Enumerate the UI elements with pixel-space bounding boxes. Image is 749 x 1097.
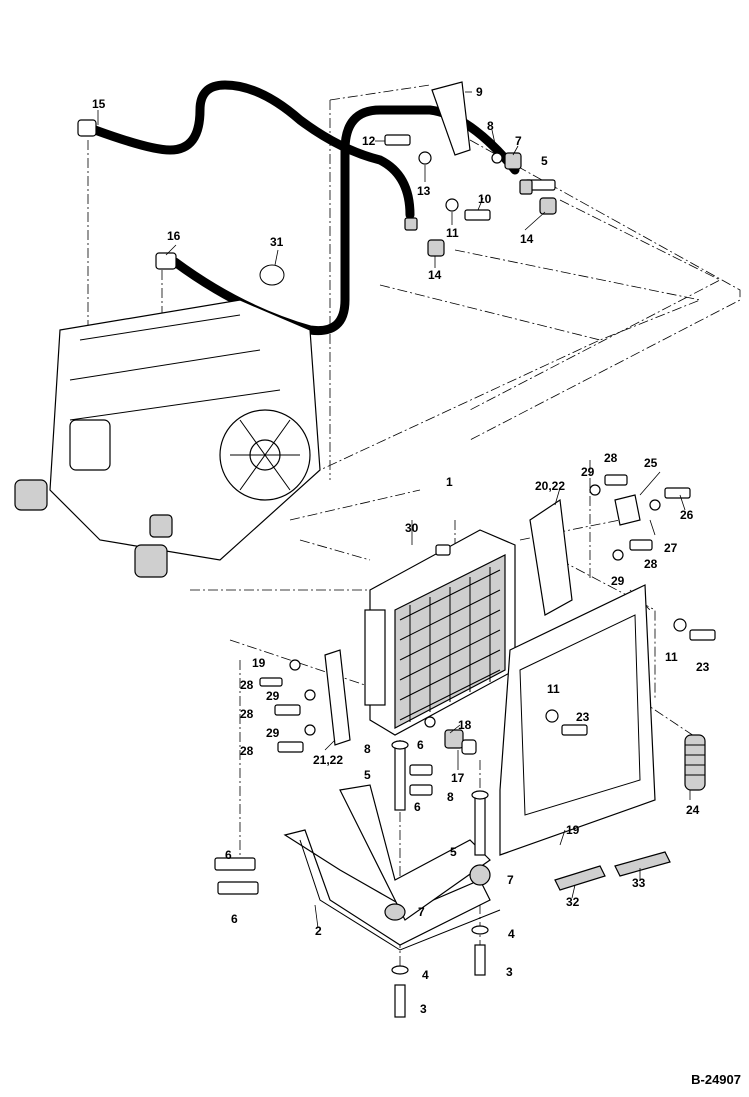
shroud-19 <box>499 584 716 856</box>
label-11: 11 <box>446 226 459 240</box>
label-17: 17 <box>451 771 465 785</box>
mount-hardware <box>214 740 491 1018</box>
label-16: 16 <box>167 229 181 243</box>
hose-15 <box>77 80 415 220</box>
label-20-22: 20,22 <box>535 479 565 493</box>
drawing-number: B-24907 <box>691 1072 741 1087</box>
label-29: 29 <box>611 574 625 588</box>
fittings-upper <box>384 134 557 257</box>
left-fasteners <box>259 659 316 753</box>
label-9: 9 <box>476 85 483 99</box>
label-19: 19 <box>566 823 580 837</box>
hose-clamp-31 <box>259 264 285 286</box>
label-3: 3 <box>420 1002 427 1016</box>
label-6: 6 <box>225 848 232 862</box>
label-27: 27 <box>664 541 678 555</box>
leader-lines <box>97 91 691 929</box>
label-5: 5 <box>541 154 548 168</box>
label-6: 6 <box>414 800 421 814</box>
connection-lines <box>87 84 741 970</box>
drain-plug <box>424 716 477 755</box>
right-fasteners <box>589 474 691 561</box>
label-23: 23 <box>576 710 590 724</box>
label-14: 14 <box>520 232 534 246</box>
label-23: 23 <box>696 660 710 674</box>
part-labels: 15 9 8 7 5 12 13 10 11 14 14 16 31 1 30 … <box>92 85 710 1016</box>
label-15: 15 <box>92 97 106 111</box>
label-7: 7 <box>515 134 522 148</box>
label-7: 7 <box>507 873 514 887</box>
label-28: 28 <box>644 557 658 571</box>
label-29: 29 <box>266 726 280 740</box>
strips <box>554 851 671 891</box>
bracket-21-22 <box>324 649 351 746</box>
bracket-20-22 <box>529 498 573 616</box>
label-24: 24 <box>686 803 700 817</box>
label-5: 5 <box>450 845 457 859</box>
label-25: 25 <box>644 456 658 470</box>
label-8: 8 <box>487 119 494 133</box>
label-32: 32 <box>566 895 580 909</box>
label-29: 29 <box>581 465 595 479</box>
radiator-1 <box>364 529 516 736</box>
label-3: 3 <box>506 965 513 979</box>
label-10: 10 <box>478 192 492 206</box>
frame-2 <box>283 784 501 951</box>
label-5: 5 <box>364 768 371 782</box>
hose-24 <box>684 734 706 791</box>
label-33: 33 <box>632 876 646 890</box>
label-21-22: 21,22 <box>313 753 343 767</box>
label-29: 29 <box>266 689 280 703</box>
bracket-9 <box>431 81 471 156</box>
label-8: 8 <box>364 742 371 756</box>
label-6: 6 <box>231 912 238 926</box>
label-28: 28 <box>240 744 254 758</box>
label-2: 2 <box>315 924 322 938</box>
label-6: 6 <box>417 738 424 752</box>
label-13: 13 <box>417 184 431 198</box>
label-8: 8 <box>447 790 454 804</box>
label-4: 4 <box>422 968 429 982</box>
label-30: 30 <box>405 521 419 535</box>
label-31: 31 <box>270 235 284 249</box>
label-14: 14 <box>428 268 442 282</box>
label-28: 28 <box>240 678 254 692</box>
label-1: 1 <box>446 475 453 489</box>
label-28: 28 <box>604 451 618 465</box>
label-4: 4 <box>508 927 515 941</box>
label-28: 28 <box>240 707 254 721</box>
engine <box>14 299 321 578</box>
label-18: 18 <box>458 718 472 732</box>
label-7: 7 <box>418 905 425 919</box>
label-12: 12 <box>362 134 376 148</box>
label-11: 11 <box>665 650 678 664</box>
label-11: 11 <box>547 682 560 696</box>
label-19: 19 <box>252 656 266 670</box>
label-26: 26 <box>680 508 694 522</box>
